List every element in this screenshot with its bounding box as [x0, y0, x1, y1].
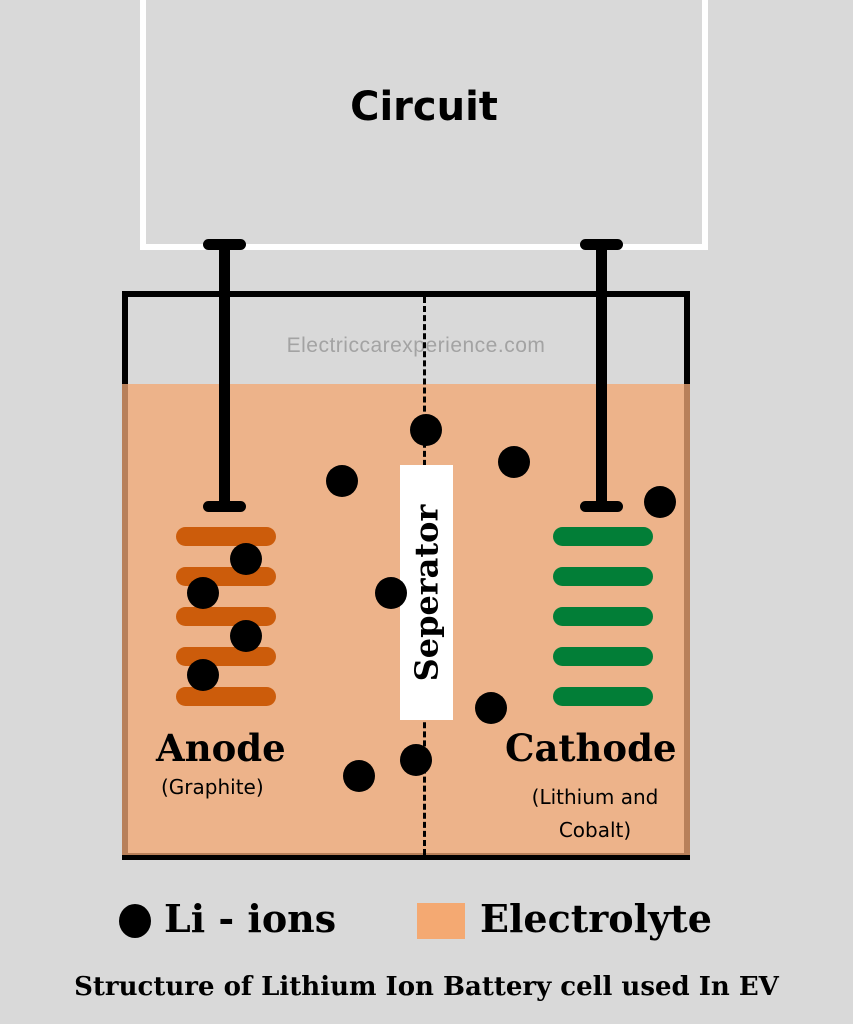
- cathode-terminal-bottom-cap: [580, 501, 623, 512]
- li-ion: [410, 414, 442, 446]
- li-ion: [343, 760, 375, 792]
- li-ion: [230, 543, 262, 575]
- cathode-subtitle-line2: Cobalt): [558, 818, 632, 842]
- li-ion: [187, 577, 219, 609]
- li-ion: [187, 659, 219, 691]
- legend-li-ion-icon: [119, 904, 151, 938]
- separator-box: [400, 465, 453, 720]
- legend-li-ion-label: Li - ions: [164, 896, 337, 941]
- cathode-plate: [553, 647, 653, 666]
- caption: Structure of Lithium Ion Battery cell us…: [74, 972, 779, 1002]
- anode-terminal-bottom-cap: [203, 501, 246, 512]
- cathode-plate: [553, 607, 653, 626]
- container-bottom-wall: [122, 855, 690, 860]
- anode-subtitle: (Graphite): [161, 775, 264, 799]
- li-ion: [400, 744, 432, 776]
- legend-electrolyte-label: Electrolyte: [480, 896, 712, 941]
- anode-label: Anode: [156, 726, 286, 770]
- watermark: Electriccarexperience.com: [286, 334, 546, 357]
- li-ion: [230, 620, 262, 652]
- anode-plate: [176, 687, 276, 706]
- circuit-label: Circuit: [350, 84, 498, 130]
- anode-terminal-stem: [219, 244, 230, 506]
- li-ion: [375, 577, 407, 609]
- cathode-plate: [553, 687, 653, 706]
- li-ion: [326, 465, 358, 497]
- li-ion: [475, 692, 507, 724]
- container-left-wall: [122, 291, 128, 384]
- cathode-terminal-stem: [596, 244, 607, 506]
- li-ion: [498, 446, 530, 478]
- container-top-wall: [122, 291, 690, 297]
- separator-label-wrap: Seperator: [400, 465, 453, 720]
- container-right-wall: [684, 291, 690, 384]
- cathode-plate: [553, 527, 653, 546]
- anode-plate: [176, 607, 276, 626]
- cathode-label: Cathode: [505, 726, 677, 770]
- cathode-plate: [553, 567, 653, 586]
- anode-plate: [176, 527, 276, 546]
- circuit-box: [140, 0, 708, 250]
- separator-label: Seperator: [407, 504, 446, 681]
- legend-electrolyte-swatch: [417, 903, 465, 939]
- li-ion: [644, 486, 676, 518]
- cathode-subtitle-line1: (Lithium and: [531, 785, 659, 809]
